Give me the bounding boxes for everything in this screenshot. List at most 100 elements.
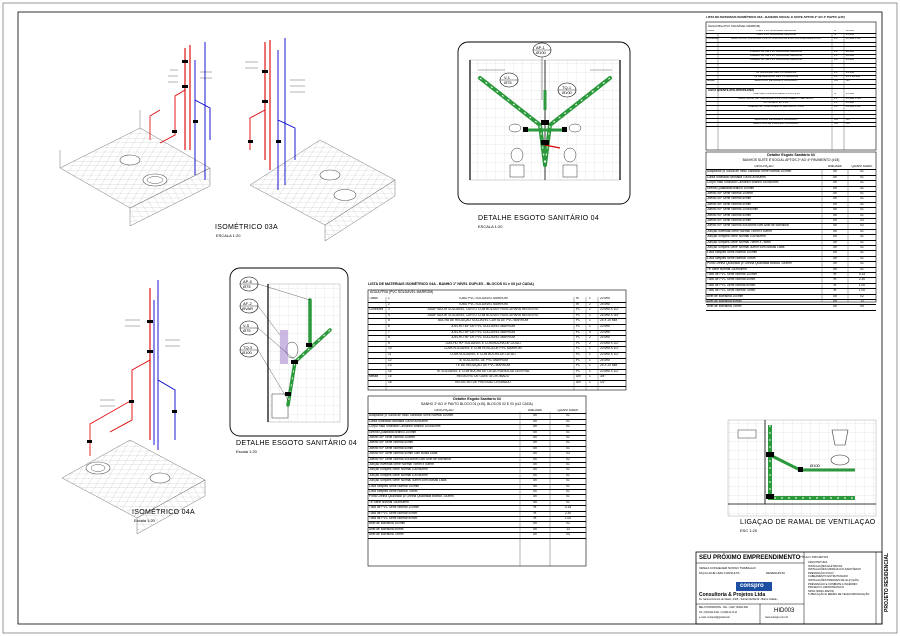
row-description: TUBO PVC SOLDÁVEL MARROM bbox=[755, 29, 797, 32]
company-site: www.conspro.com.br bbox=[765, 616, 789, 619]
row-diameter: 25 X 20 MM bbox=[846, 75, 860, 78]
row-description: Tubo de PVC Série Normal 50mm bbox=[707, 283, 756, 287]
row-diameter: 20 MM bbox=[846, 54, 854, 57]
row-description: TE DE REDUÇÃO DE PVC MARROM bbox=[455, 364, 511, 368]
row-diameter: 25 MM X 3/4" bbox=[846, 42, 862, 45]
row-unit: m bbox=[576, 297, 579, 300]
row-quantity: 1 bbox=[589, 364, 591, 368]
row-diameter: 25 MM bbox=[846, 101, 854, 104]
company-logo: conspro bbox=[740, 583, 764, 589]
detail04-top-label-v1-dia: Ø75 bbox=[504, 80, 512, 85]
row-number: 1 bbox=[388, 297, 390, 300]
row-unit: un bbox=[533, 533, 537, 537]
row-description: REGISTRO DE GAVETA CROMADO bbox=[754, 118, 798, 121]
row-quantity: 1 bbox=[589, 297, 591, 300]
company-address-1: Av. Santos Dumont de Matos, 4305 - Sobra… bbox=[699, 598, 779, 601]
company-logo-box bbox=[736, 582, 772, 591]
row-number: 12 bbox=[388, 358, 392, 362]
detail04-top-label-tq1: TQ-1 bbox=[562, 85, 572, 90]
row-quantity: 01 bbox=[566, 473, 570, 477]
company-phone: Tel: (31)9111-5111 / (31)9111-7111 bbox=[699, 611, 737, 614]
iso04a-scale: Escala 1:20 bbox=[134, 518, 155, 523]
row-description: ADAPTADOR DE TRANSIÇÃO PPR COM INSERTO M… bbox=[738, 97, 814, 100]
table-mid-materials-title: LISTA DE MATERIAIS ISOMÉTRICO 04A - BANH… bbox=[368, 282, 534, 286]
row-quantity: 1 bbox=[589, 381, 591, 384]
row-description: Porta Grelha Quadrado p/ Grelha Quadrada… bbox=[707, 262, 792, 266]
row-description: JOELHO 90º SOLDÁVEL E COM BUCHA DE LATÃO bbox=[745, 63, 807, 66]
section-label: Tubos bbox=[707, 29, 715, 32]
row-quantity: 1.00 bbox=[858, 283, 866, 287]
company-name: Consultoria & Projetos Ltda bbox=[699, 592, 766, 598]
row-number: 9 bbox=[388, 341, 390, 345]
row-description: JOELHO 90º DE PVC SOLDÁVEL MARROM bbox=[450, 336, 516, 340]
row-number: 3 bbox=[388, 308, 390, 312]
row-description: Tubo de PVC Série Normal 40mm bbox=[707, 278, 756, 282]
detail04-top-scale: ESCALA 1:20 bbox=[478, 224, 503, 229]
row-description: JOELHO 90º DE PVC SOLDÁVEL MARROM bbox=[749, 54, 803, 57]
detail04-top-label-v1: V-1 bbox=[504, 75, 511, 80]
detail04-mid-label-v5-dia: Ø75 bbox=[243, 328, 251, 333]
row-quantity: 2 bbox=[589, 341, 591, 345]
row-description: Joelho 45º Série Normal 40mm bbox=[369, 441, 414, 445]
row-unit: un bbox=[533, 490, 537, 493]
row-diameter: 20 MM X 1/2" bbox=[846, 67, 862, 70]
isometric-03a bbox=[59, 38, 396, 242]
table-right-detail-title: Detalhe Esgoto Sanitário 04 bbox=[767, 153, 815, 157]
header-unit: UNIDADE bbox=[827, 165, 843, 168]
row-diameter: 3/4" bbox=[846, 118, 851, 121]
table-mid-materials: LISTA DE MATERIAIS ISOMÉTRICO 04A - BANH… bbox=[368, 282, 626, 387]
row-unit: m bbox=[833, 278, 837, 282]
table-right-detail: Detalhe Esgoto Sanitário 04 BANHOS SUITE… bbox=[706, 152, 876, 311]
row-quantity: 0.15 bbox=[858, 273, 866, 276]
table-row: Adaptador p/ Saída de Vaso Sanitário Sér… bbox=[368, 413, 586, 420]
section-label: Conexões bbox=[369, 308, 384, 312]
row-unit: PC bbox=[576, 325, 581, 328]
row-unit: m bbox=[834, 29, 837, 32]
row-unit: PC bbox=[576, 330, 581, 334]
row-unit: PC bbox=[576, 347, 581, 351]
row-diameter: 20 MM bbox=[846, 29, 854, 32]
row-number: 6 bbox=[388, 325, 390, 328]
row-description: TUBO PVC SOLDÁVEL MARROM bbox=[458, 302, 508, 306]
row-diameter: 25 MM bbox=[846, 110, 854, 113]
discipline-item: INSTALAÇÕES HIDRÁULICO-SANITÁRIAS bbox=[808, 568, 861, 572]
iso03a-scale: ESCALA 1:20 bbox=[216, 233, 241, 238]
detail04-mid-label-v5: V-5 bbox=[243, 323, 250, 328]
row-unit: PC bbox=[576, 313, 581, 317]
row-quantity: 03 bbox=[566, 452, 570, 456]
row-diameter: 25 MM bbox=[846, 58, 854, 61]
row-description: Anel de Borracha 50mm bbox=[707, 300, 742, 303]
row-unit: un bbox=[833, 240, 837, 244]
discipline-item: ARQUITETURA bbox=[808, 561, 828, 564]
row-diameter: 25 MM bbox=[600, 358, 610, 362]
row-unit: un bbox=[833, 186, 837, 190]
row-diameter: 25 MM X 1/2" bbox=[846, 105, 862, 108]
detail04-mid-label-ap5-dia: Ø75 bbox=[243, 284, 251, 289]
row-diameter: 20 MM X 1/2" bbox=[846, 37, 862, 40]
row-unit: un bbox=[533, 425, 537, 429]
row-unit: UN bbox=[834, 122, 838, 125]
row-unit: un bbox=[833, 192, 837, 195]
row-unit: un bbox=[533, 495, 537, 499]
table-row: Joelho 90º Série Normal 40x38mm com Anel… bbox=[706, 223, 876, 230]
